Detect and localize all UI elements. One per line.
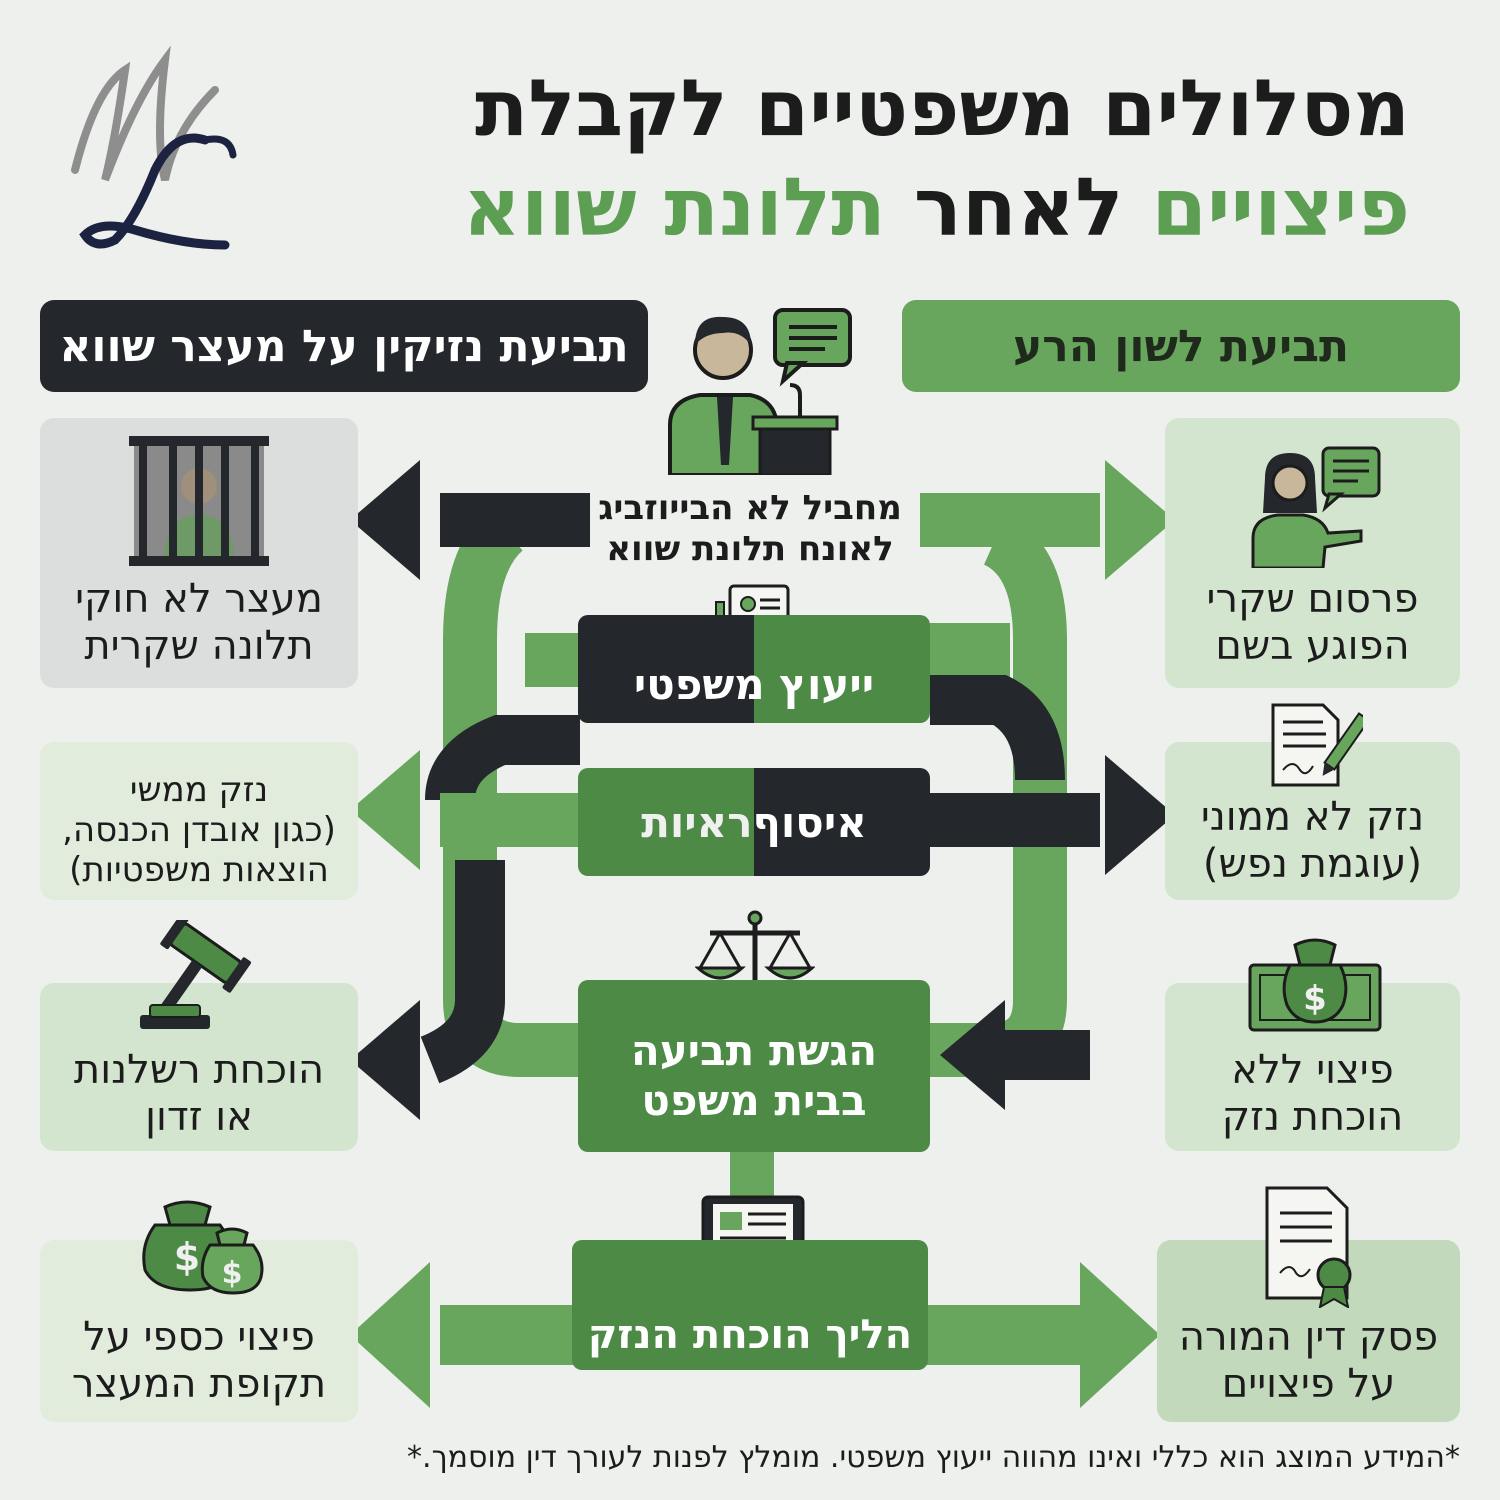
certificate-icon bbox=[1265, 1186, 1352, 1308]
title-word-false-complaint: תלונת שווא bbox=[462, 161, 886, 254]
step-legal-advice: ייעוץ משפטי bbox=[578, 615, 930, 723]
ml-logo bbox=[71, 45, 237, 250]
step-evidence-label-part2: ראיות bbox=[641, 797, 753, 847]
speaking-woman-icon bbox=[1251, 446, 1380, 568]
disclaimer: *המידע המוצג הוא כללי ואינו מהווה ייעוץ … bbox=[407, 1440, 1460, 1475]
track-header-defamation: תביעת לשון הרע bbox=[902, 300, 1460, 392]
svg-text:$: $ bbox=[1303, 979, 1327, 1019]
card-unlawful-arrest: מעצר לא חוקי תלונה שקרית bbox=[40, 418, 358, 688]
card-court-ruling-label: פסק דין המורה על פיצויים bbox=[1178, 1313, 1439, 1407]
step-damage-proof: הליך הוכחת הנזק bbox=[572, 1240, 928, 1370]
title-word-after: לאחר bbox=[913, 161, 1124, 254]
signed-document-icon bbox=[1271, 703, 1363, 787]
step-legal-advice-label: ייעוץ משפטי bbox=[633, 659, 875, 709]
page-title-line2: פיצויים לאחר תלונת שווא bbox=[463, 168, 1410, 248]
gavel-icon bbox=[140, 920, 251, 1029]
card-false-publication-label: פרסום שקרי הפוגע בשם bbox=[1206, 575, 1419, 669]
card-no-proof-compensation-label: פיצוי ללא הוכחת נזק bbox=[1221, 1046, 1404, 1140]
speaker-caption: מחביל לא הבייוזביג לאונח תלונת שווא bbox=[598, 488, 902, 569]
jail-icon bbox=[129, 435, 269, 566]
title-word-compensation: פיצויים bbox=[1151, 161, 1410, 254]
step-file-lawsuit: הגשת תביעה בבית משפט bbox=[578, 980, 930, 1152]
track-header-false-arrest: תביעת נזיקין על מעצר שווא bbox=[40, 300, 648, 392]
step-damage-proof-label: הליך הוכחת הנזק bbox=[587, 1312, 913, 1358]
svg-text:$: $ bbox=[174, 1235, 200, 1279]
card-actual-damage: נזק ממשי (כגון אובדן הכנסה, הוצאות משפטי… bbox=[40, 742, 358, 900]
page-title-line1: מסלולים משפטיים לקבלת bbox=[475, 64, 1410, 154]
money-bags-icon: $ $ bbox=[142, 1200, 264, 1295]
card-negligence-proof-label: הוכחת רשלנות או זדון bbox=[73, 1046, 325, 1140]
card-false-publication: פרסום שקרי הפוגע בשם bbox=[1165, 418, 1460, 688]
card-arrest-compensation-label: פיצוי כספי על תקופת המעצר bbox=[71, 1313, 327, 1407]
step-file-lawsuit-label: הגשת תביעה בבית משפט bbox=[630, 1025, 878, 1125]
step-evidence-label-part1: איסוף bbox=[752, 797, 867, 847]
card-actual-damage-label: נזק ממשי (כגון אובדן הכנסה, הוצאות משפטי… bbox=[62, 769, 336, 890]
card-non-monetary-damage: נזק לא ממוני (עוגמת נפש) bbox=[1165, 742, 1460, 900]
money-bill-icon: $ bbox=[1248, 938, 1382, 1032]
card-non-monetary-damage-label: נזק לא ממוני (עוגמת נפש) bbox=[1200, 793, 1425, 887]
svg-text:$: $ bbox=[222, 1256, 243, 1291]
card-unlawful-arrest-label: מעצר לא חוקי תלונה שקרית bbox=[75, 575, 323, 669]
lawyer-speaking-icon bbox=[668, 308, 852, 475]
